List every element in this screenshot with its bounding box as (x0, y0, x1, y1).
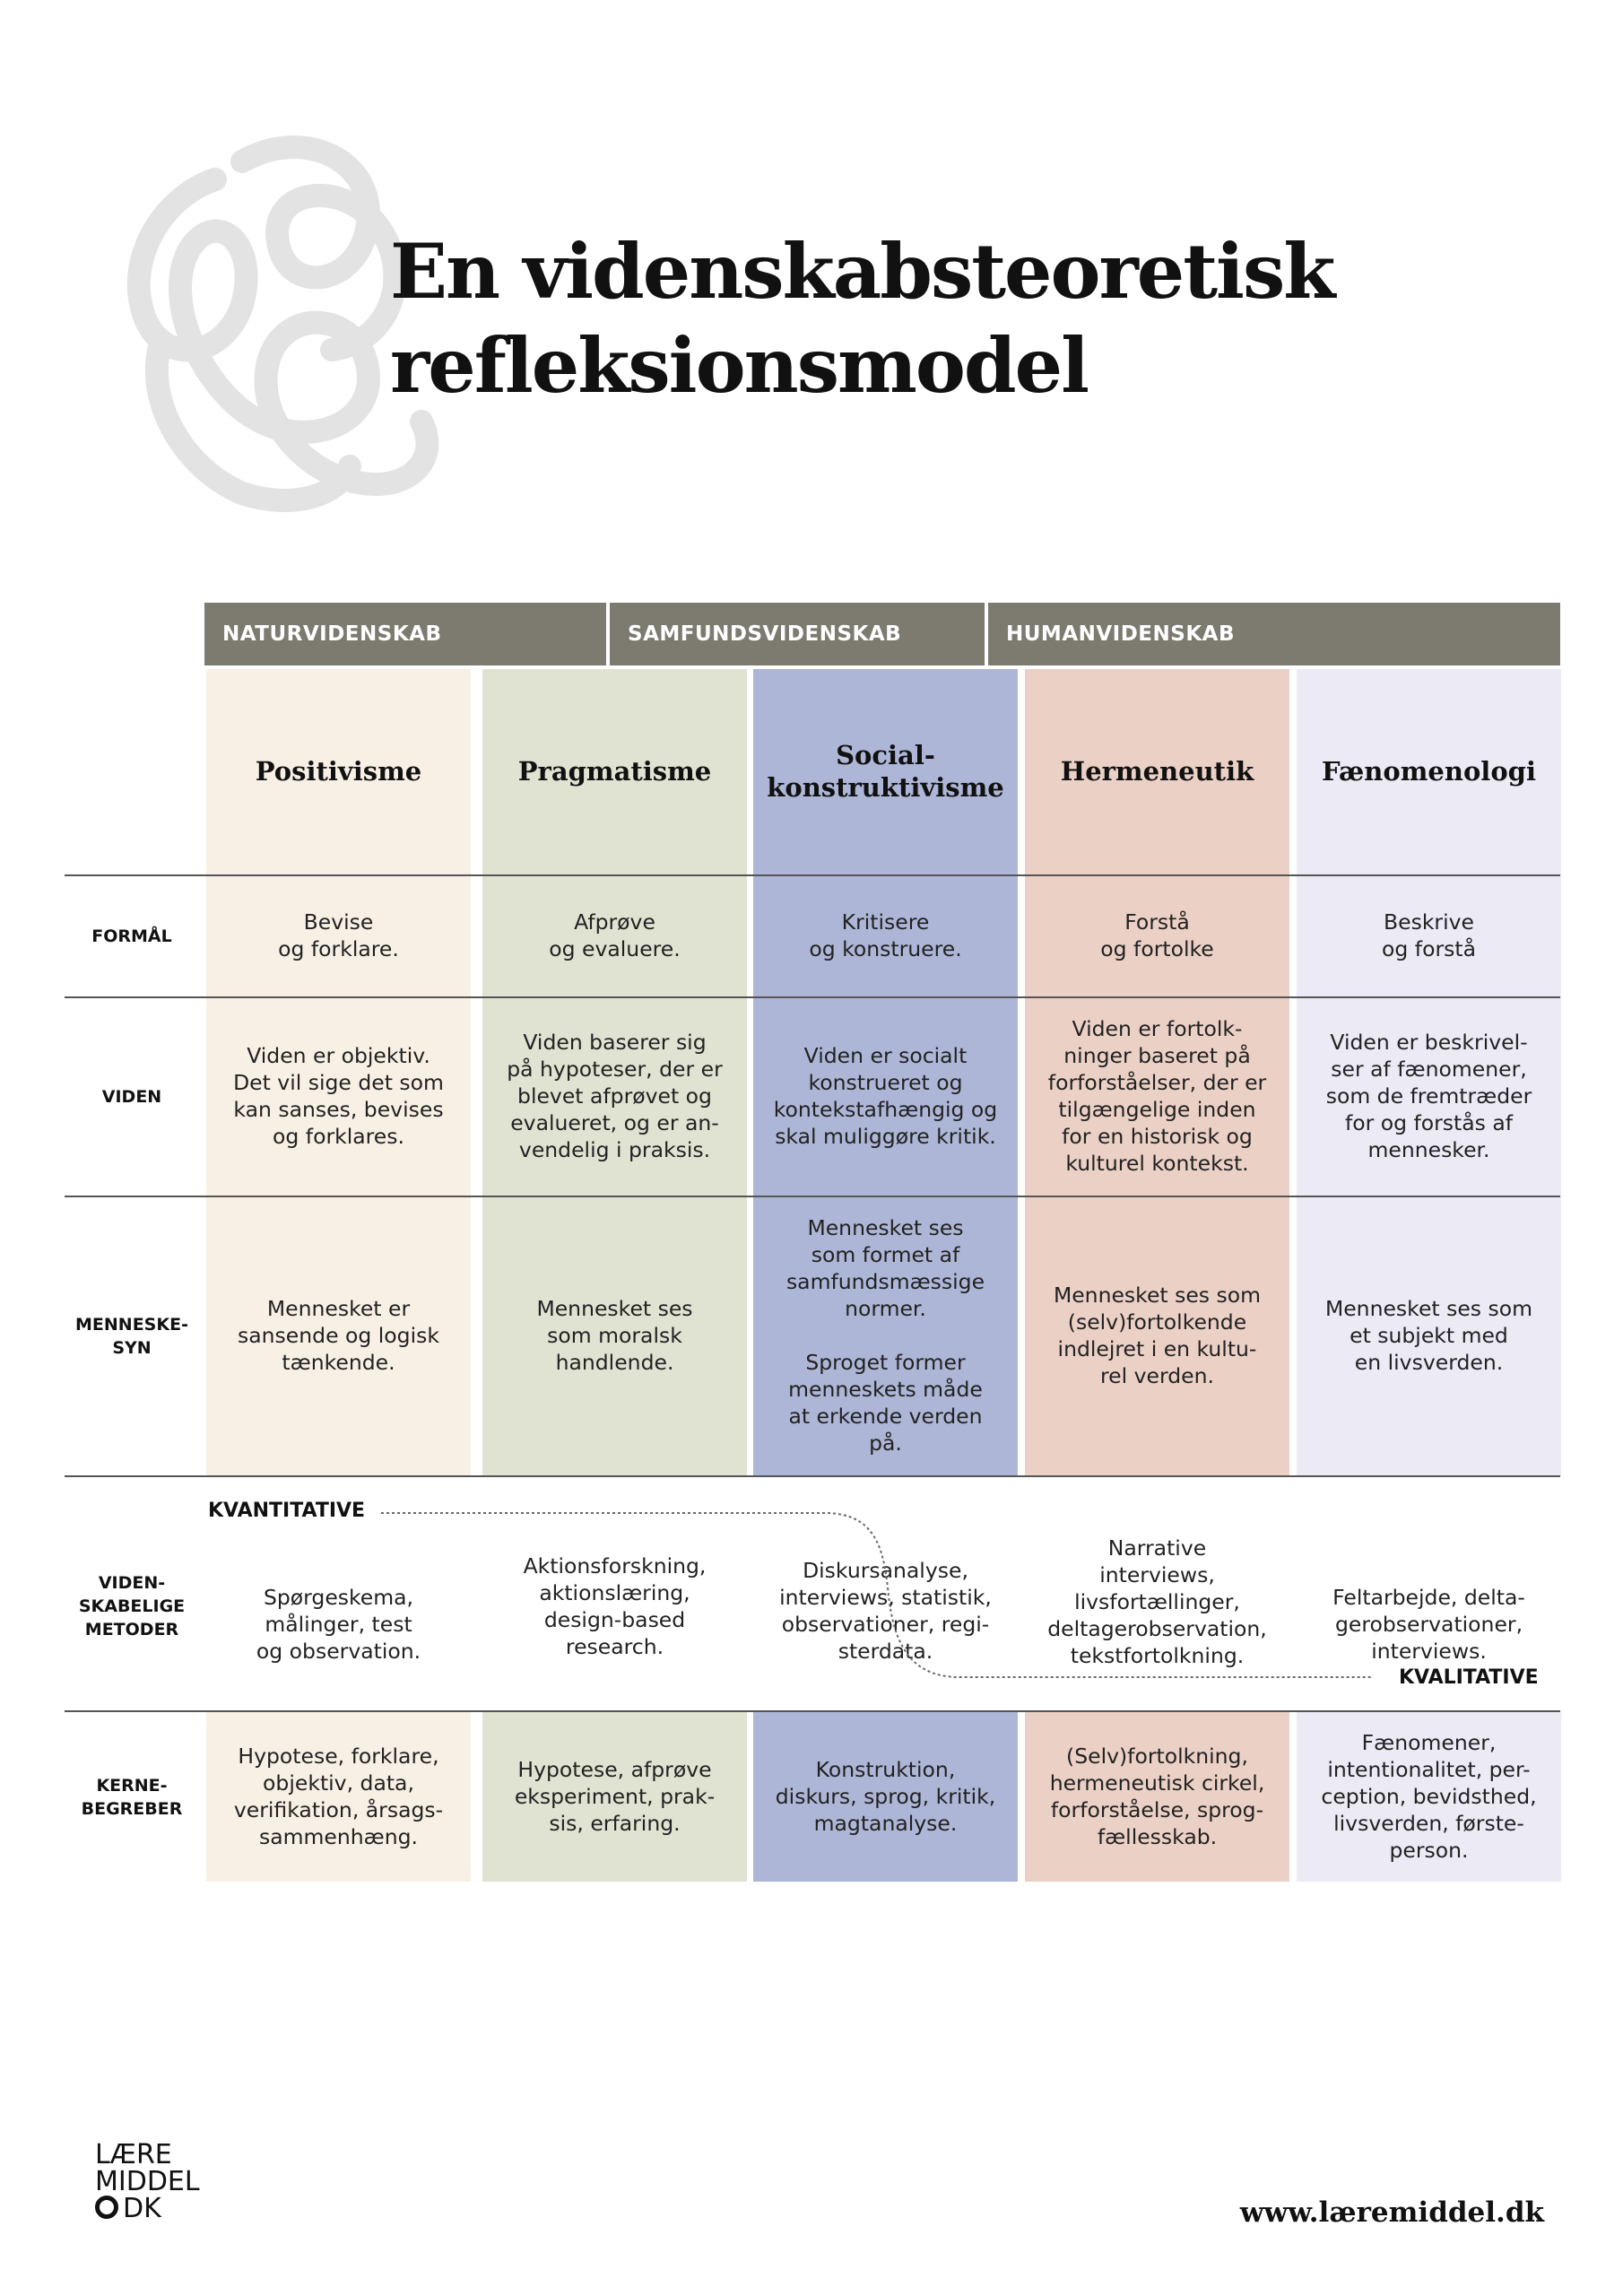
column-faenomenologi: Fænomenologi Beskrive og forstå Viden er… (1297, 669, 1561, 1882)
column-heading-faenomenologi: Fænomenologi (1322, 756, 1536, 787)
logo-line-1: LÆRE (95, 2139, 172, 2170)
column-pragmatisme-background-bottom (482, 1711, 747, 1882)
column-pragmatisme: Pragmatisme Afprøve og evaluere. Viden b… (482, 669, 747, 1882)
cell-menneskesyn-hermeneutik: Mennesket ses som (selv)fortolkende indl… (1053, 1283, 1262, 1388)
row-divider (65, 874, 1560, 876)
row-divider (65, 996, 1560, 998)
row-divider (65, 1710, 1560, 1712)
row-label-kernebegreber: KERNE- BEGREBER (81, 1776, 183, 1819)
row-divider (65, 1196, 1560, 1197)
footer-url[interactable]: www.læremiddel.dk (1239, 2196, 1544, 2229)
column-socialkonstruktivisme: Social- konstruktivisme Kritisere og kon… (753, 669, 1018, 1882)
column-hermeneutik: Hermeneutik Forstå og fortolke Viden er … (1025, 669, 1289, 1882)
logo-line-3-text: DK (123, 2193, 161, 2224)
cell-menneskesyn-positivisme: Mennesket er sansende og logisk tænkende… (238, 1296, 439, 1375)
cell-kernebegreber-pragmatisme: Hypotese, afprøve eksperiment, prak- sis… (514, 1757, 716, 1836)
row-divider (65, 1475, 1560, 1477)
cell-formaal-pragmatisme: Afprøve og evaluere. (549, 909, 681, 961)
row-label-metoder: VIDEN- SKABELIGE METODER (78, 1573, 186, 1639)
column-faenomenologi-background-top (1297, 669, 1561, 1476)
cell-metoder-positivisme: Spørgeskema, målinger, test og observati… (256, 1585, 421, 1664)
cell-metoder-socialkonstruktivisme: Diskursanalyse, interviews, statistik, o… (779, 1558, 992, 1664)
column-heading-pragmatisme: Pragmatisme (517, 756, 712, 787)
cell-formaal-positivisme: Bevise og forklare. (278, 909, 399, 961)
cell-viden-socialkonstruktivisme: Viden er socialt konstrueret og kontekst… (773, 1043, 998, 1149)
cell-kernebegreber-positivisme: Hypotese, forklare, objektiv, data, veri… (233, 1744, 444, 1849)
column-positivisme-background-top (206, 669, 471, 1476)
column-hermeneutik-background-top (1025, 669, 1289, 1476)
cell-menneskesyn-faenomenologi: Mennesket ses som et subjekt med en livs… (1324, 1296, 1533, 1375)
page-title-line-2: refleksionsmodel (390, 321, 1089, 410)
column-heading-hermeneutik: Hermeneutik (1060, 756, 1254, 787)
row-label-formaal: FORMÅL (91, 926, 172, 946)
row-label-viden: VIDEN (101, 1087, 162, 1107)
qualitative-label: KVALITATIVE (1399, 1666, 1539, 1689)
logo-ring-icon (95, 2196, 118, 2219)
cell-viden-faenomenologi: Viden er beskrivel- ser af fænomener, so… (1325, 1030, 1532, 1162)
column-heading-positivisme: Positivisme (255, 756, 422, 787)
cell-formaal-faenomenologi: Beskrive og forstå (1382, 909, 1476, 961)
scribble-decoration (126, 135, 439, 512)
cell-kernebegreber-faenomenologi: Fænomener, intentionalitet, per- ception… (1321, 1730, 1537, 1863)
cell-menneskesyn-socialkonstruktivisme: Mennesket ses som formet af samfundsmæss… (785, 1215, 985, 1456)
group-header-samfundsvidenskab: SAMFUNDSVIDENSKAB (610, 603, 985, 665)
logo-line-2: MIDDEL (95, 2166, 200, 2197)
cell-viden-positivisme: Viden er objektiv. Det vil sige det som … (233, 1043, 444, 1149)
cell-kernebegreber-socialkonstruktivisme: Konstruktion, diskurs, sprog, kritik, ma… (775, 1757, 996, 1836)
cell-formaal-socialkonstruktivisme: Kritisere og konstruere. (809, 909, 962, 961)
column-hermeneutik-background-bottom (1025, 1711, 1289, 1882)
cell-menneskesyn-pragmatisme: Mennesket ses som moralsk handlende. (536, 1296, 693, 1375)
row-label-menneskesyn: MENNESKE- SYN (75, 1315, 188, 1358)
column-positivisme-background-bottom (206, 1711, 471, 1882)
column-faenomenologi-background-bottom (1297, 1711, 1561, 1882)
cell-kernebegreber-hermeneutik: (Selv)fortolkning, hermeneutisk cirkel, … (1049, 1744, 1265, 1849)
page-title: En videnskabsteoretisk refleksionsmodel (390, 224, 1335, 413)
logo-line-3: DK (95, 2196, 200, 2222)
cell-formaal-hermeneutik: Forstå og fortolke (1100, 909, 1214, 961)
column-socialkonstruktivisme-background-bottom (753, 1711, 1018, 1882)
group-header-naturvidenskab: NATURVIDENSKAB (204, 603, 606, 665)
quantitative-label: KVANTITATIVE (208, 1500, 366, 1522)
cell-viden-hermeneutik: Viden er fortolk- ninger baseret på forf… (1047, 1016, 1267, 1176)
cell-metoder-hermeneutik: Narrative interviews, livsfortællinger, … (1047, 1535, 1267, 1668)
column-heading-socialkonstruktivisme: Social- konstruktivisme (767, 740, 1004, 803)
group-header-humanvidenskab: HUMANVIDENSKAB (988, 603, 1560, 665)
column-positivisme: Positivisme Bevise og forklare. Viden er… (206, 669, 471, 1882)
cell-metoder-pragmatisme: Aktionsforskning, aktionslæring, design-… (523, 1553, 707, 1659)
column-pragmatisme-background-top (482, 669, 747, 1476)
cell-viden-pragmatisme: Viden baserer sig på hypoteser, der er b… (507, 1030, 723, 1162)
laeremiddel-logo: LÆRE MIDDEL DK (95, 2142, 200, 2222)
column-socialkonstruktivisme-background-top (753, 669, 1018, 1476)
page-title-line-1: En videnskabsteoretisk (390, 227, 1335, 316)
